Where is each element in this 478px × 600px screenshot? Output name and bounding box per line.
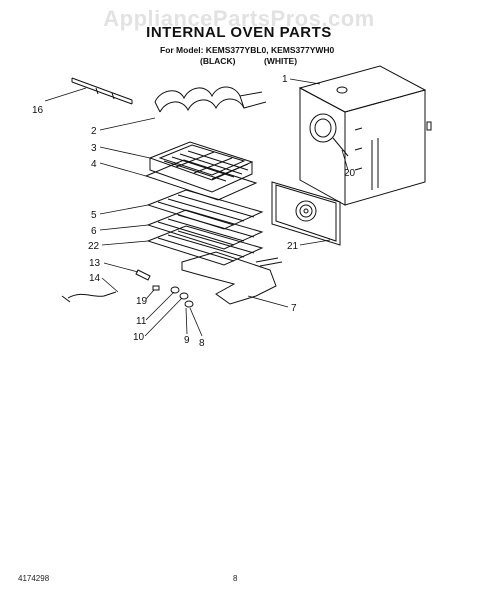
watermark: AppliancePartsPros.com — [103, 6, 375, 31]
document-number: 4174298 — [18, 574, 50, 583]
callout-3: 3 — [91, 143, 97, 154]
page-title: INTERNAL OVEN PARTS — [146, 24, 332, 41]
callout-14: 14 — [89, 273, 101, 284]
bake-element-part — [181, 251, 283, 305]
oven-cavity-part — [298, 65, 432, 206]
callout-1: 1 — [282, 74, 288, 85]
variant-white: (WHITE) — [264, 56, 298, 66]
callout-13: 13 — [89, 258, 101, 269]
callout-20: 20 — [344, 168, 356, 179]
callout-21: 21 — [287, 241, 299, 252]
part-14-probe — [61, 291, 117, 303]
small-hardware-parts — [152, 285, 194, 308]
callout-9: 9 — [184, 335, 190, 346]
callout-6: 6 — [91, 226, 97, 237]
callout-16: 16 — [32, 105, 44, 116]
callout-4: 4 — [91, 159, 97, 170]
callout-8: 8 — [199, 338, 205, 349]
callout-11: 11 — [136, 316, 147, 327]
part-16-bar — [71, 77, 133, 105]
part-20-fitting — [332, 137, 349, 157]
part-13-sensor — [135, 269, 151, 281]
callout-19: 19 — [136, 296, 148, 307]
callout-7: 7 — [291, 303, 297, 314]
callout-2: 2 — [91, 126, 97, 137]
page-number: 8 — [233, 574, 238, 583]
callout-10: 10 — [133, 332, 145, 343]
callout-leaders — [44, 78, 349, 337]
broil-element-part — [154, 86, 267, 113]
convection-panel-part — [271, 181, 341, 246]
callout-22: 22 — [88, 241, 100, 252]
callout-labels: 1 2 3 4 5 6 7 8 9 10 11 13 14 16 19 20 2… — [32, 74, 356, 349]
model-line: For Model: KEMS377YBL0, KEMS377YWH0 — [160, 45, 335, 55]
variant-black: (BLACK) — [200, 56, 236, 66]
callout-5: 5 — [91, 210, 97, 221]
oven-racks-part — [146, 189, 264, 266]
broil-pan-part — [144, 141, 258, 201]
